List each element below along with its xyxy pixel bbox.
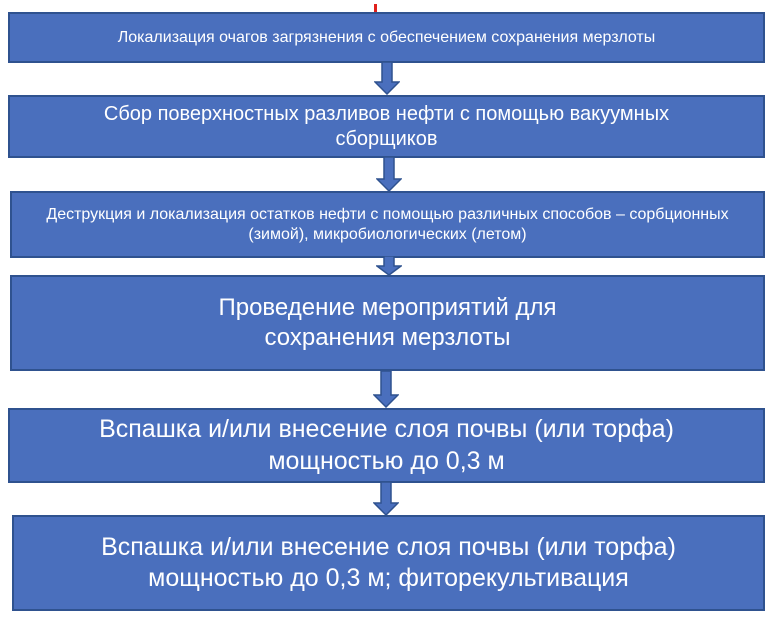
step-3-text: Деструкция и локализация остатков нефти … (46, 205, 729, 243)
step-4-box: Проведение мероприятий для сохранения ме… (10, 275, 765, 371)
step-6-box: Вспашка и/или внесение слоя почвы (или т… (12, 515, 765, 611)
step-1-box: Локализация очагов загрязнения с обеспеч… (8, 12, 765, 63)
arrow-down-icon (376, 157, 402, 192)
step-2-box: Сбор поверхностных разливов нефти с помо… (8, 95, 765, 158)
step-2-text: Сбор поверхностных разливов нефти с помо… (103, 102, 670, 150)
step-3-box: Деструкция и локализация остатков нефти … (10, 191, 765, 258)
step-6-text: Вспашка и/или внесение слоя почвы (или т… (101, 532, 676, 592)
step-1-text: Локализация очагов загрязнения с обеспеч… (117, 28, 656, 46)
step-5-text: Вспашка и/или внесение слоя почвы (или т… (99, 415, 674, 475)
arrow-down-icon (373, 482, 399, 516)
step-4-text: Проведение мероприятий для сохранения ме… (218, 294, 557, 351)
arrow-down-icon (373, 371, 399, 408)
arrow-down-icon (376, 256, 402, 276)
step-5-box: Вспашка и/или внесение слоя почвы (или т… (8, 408, 765, 483)
arrow-down-icon (374, 62, 400, 95)
red-mark (374, 4, 377, 12)
